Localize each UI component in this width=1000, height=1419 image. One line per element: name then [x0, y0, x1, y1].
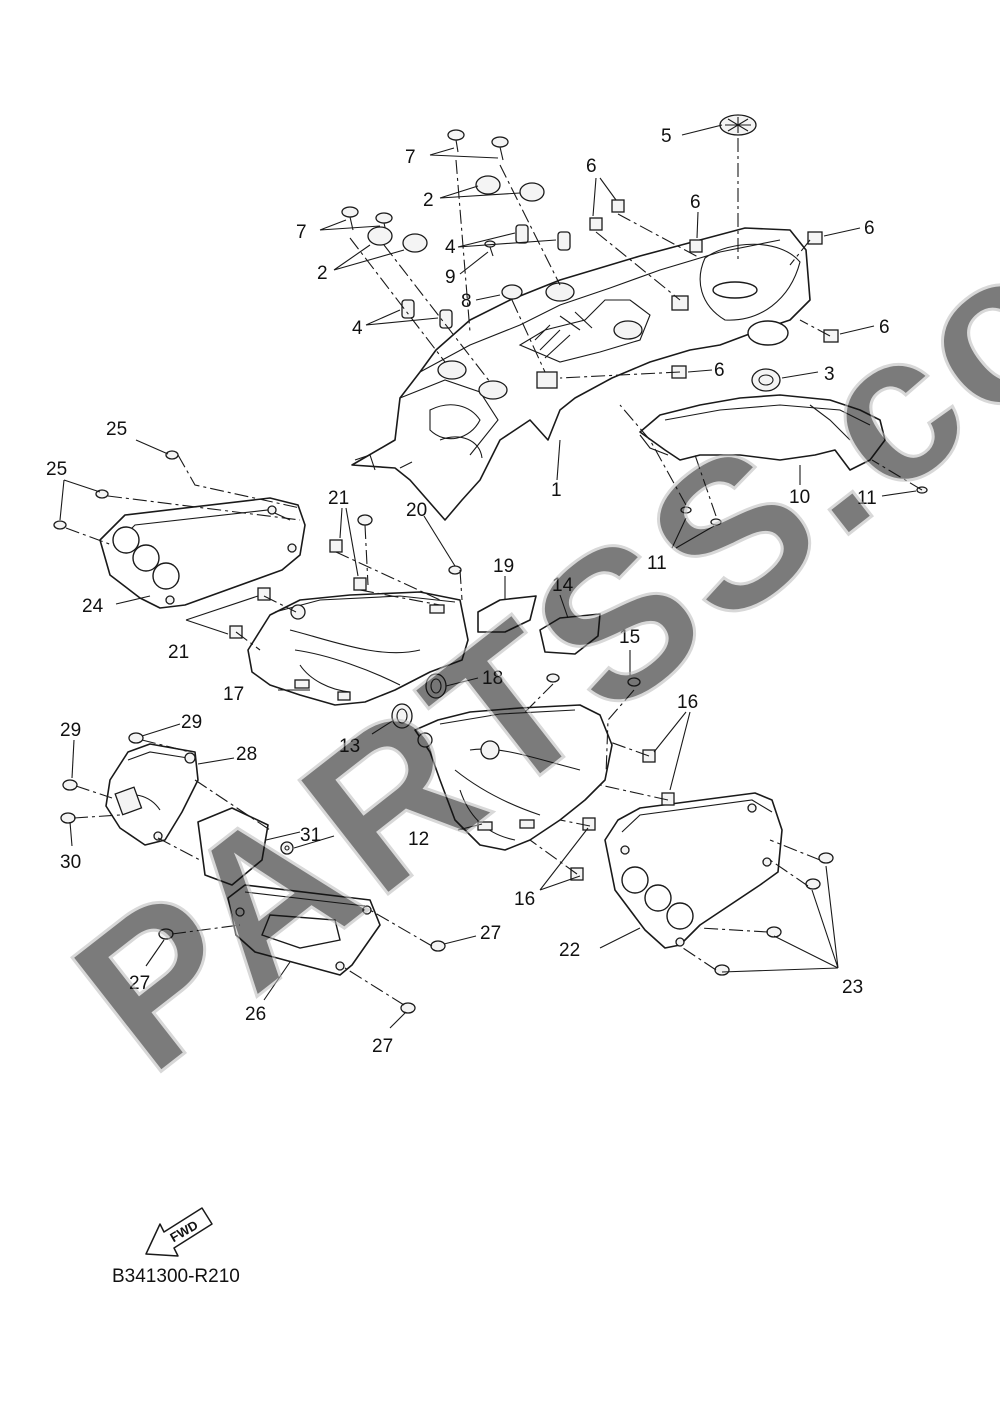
callout-6: 6: [586, 156, 597, 177]
grommet-13-part: [391, 703, 413, 729]
diagram-code: B341300-R210: [112, 1266, 240, 1287]
callout-25: 25: [106, 419, 127, 440]
callout-11: 11: [857, 488, 877, 509]
forward-direction-arrow-icon: FWD: [145, 1207, 213, 1257]
callout-8: 8: [461, 291, 472, 312]
callout-7: 7: [405, 147, 416, 168]
right-inner-panel-part: [414, 704, 613, 851]
callout-13: 13: [339, 736, 360, 757]
callout-21: 21: [328, 488, 349, 509]
callout-23: 23: [842, 977, 863, 998]
callout-22: 22: [559, 940, 580, 961]
fastener-misc-icon: [53, 450, 834, 1014]
bolt-7-icon: [341, 129, 509, 237]
callout-15: 15: [619, 627, 640, 648]
lens-19-part: [477, 595, 537, 633]
lens-14-part: [539, 613, 601, 655]
callout-17: 17: [223, 684, 244, 705]
grommet-2-icon: [367, 175, 545, 253]
callout-4: 4: [445, 237, 456, 258]
callout-29: 29: [181, 712, 202, 733]
right-side-cover-part: [604, 792, 783, 949]
collar-4-icon: [401, 224, 571, 329]
leader-lines: [59, 124, 917, 1029]
callout-27: 27: [372, 1036, 393, 1057]
callout-5: 5: [661, 126, 672, 147]
lower-guard-part: [227, 884, 381, 976]
callout-29: 30: [60, 852, 81, 873]
callout-1: 1: [551, 480, 562, 501]
screw-8-9-icon: [484, 240, 523, 300]
callout-28: 28: [236, 744, 257, 765]
plate-30-part: [197, 807, 269, 886]
callout-6: 6: [714, 360, 725, 381]
callout-6: 6: [879, 317, 890, 338]
callout-14: 14: [552, 575, 574, 596]
callout-25: 25: [46, 459, 67, 480]
left-inner-panel-part: [247, 591, 469, 706]
callout-16: 16: [677, 692, 698, 713]
callout-6: 6: [690, 192, 701, 213]
callout-labels: 1 2 2 3 4 4 5 6 6 6 6 6 7 7 8 9 10 11 11…: [46, 126, 890, 1057]
washer-31-part: [280, 841, 294, 855]
left-side-cover-part: [99, 497, 306, 609]
callout-6: 6: [864, 218, 875, 239]
bracket-28-part: [105, 743, 199, 846]
callout-12: 12: [408, 829, 429, 850]
callout-2: 2: [317, 263, 328, 284]
callout-9: 9: [445, 267, 456, 288]
callout-16: 16: [514, 889, 535, 910]
grommet-3-icon: [751, 368, 781, 392]
emblem-5-icon: [719, 114, 757, 136]
callout-24: 24: [82, 596, 104, 617]
callout-21: 21: [168, 642, 189, 663]
callout-27: 27: [480, 923, 501, 944]
rear-fender-part: [351, 227, 811, 521]
callout-7: 7: [296, 222, 307, 243]
callout-30: 31: [300, 825, 321, 846]
fender-boss: [437, 282, 689, 400]
callout-19: 19: [493, 556, 514, 577]
callout-20: 20: [406, 500, 427, 521]
callout-18: 18: [482, 668, 503, 689]
callout-3: 3: [824, 364, 835, 385]
callout-11: 11: [647, 553, 667, 574]
callout-10: 10: [789, 487, 810, 508]
callout-29: 29: [60, 720, 81, 741]
assembly-lines: [65, 138, 923, 1006]
callout-2: 2: [423, 190, 434, 211]
callout-26: 26: [245, 1004, 266, 1025]
callout-4: 4: [352, 318, 363, 339]
callout-27: 27: [129, 973, 150, 994]
tail-bracket-part: [639, 394, 886, 471]
